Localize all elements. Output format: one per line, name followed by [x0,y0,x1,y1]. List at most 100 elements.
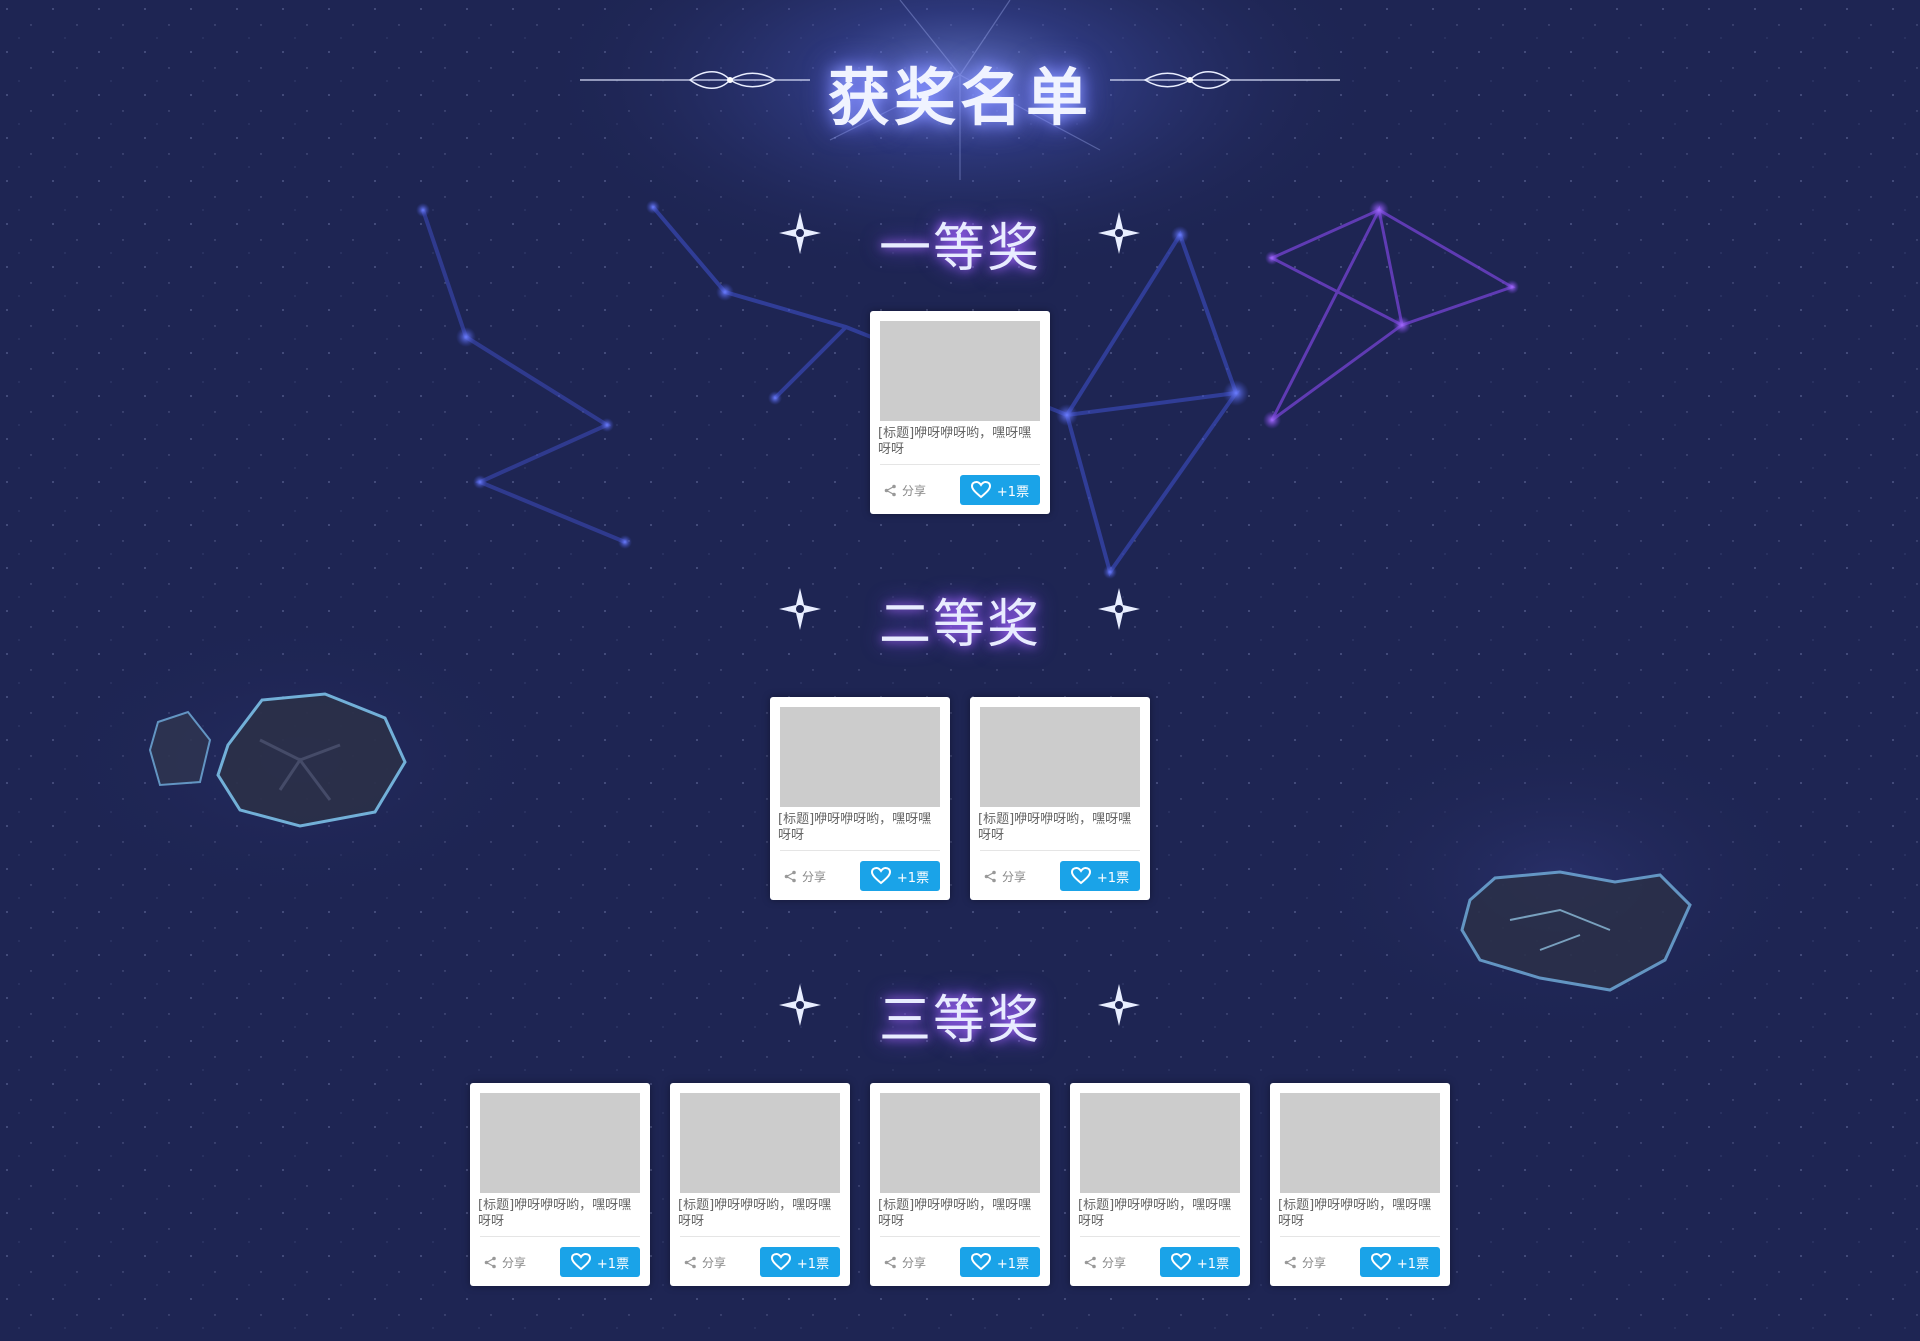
heart-icon [970,481,991,499]
entry-image[interactable] [1280,1093,1440,1193]
entry-image[interactable] [680,1093,840,1193]
vote-label: +1票 [1396,1256,1430,1272]
entry-card[interactable]: [标题]咿呀咿呀哟，嘿呀嘿呀呀 分享 +1票 [870,1083,1050,1286]
share-icon [884,1256,896,1268]
vote-label: +1票 [1096,870,1130,886]
second-prize-heading: 二等奖 [0,582,1920,655]
entry-title: [标题]咿呀咿呀哟，嘿呀嘿呀呀 [978,812,1132,843]
share-label: 分享 [702,1255,727,1270]
third-prize-cards: [标题]咿呀咿呀哟，嘿呀嘿呀呀 分享 +1票 [标题]咿呀咿呀哟，嘿呀嘿呀呀 分… [0,1083,1920,1286]
second-prize-title: 二等奖 [878,595,1041,655]
entry-image[interactable] [480,1093,640,1193]
divider [480,1236,640,1237]
share-label: 分享 [1002,869,1027,884]
share-label: 分享 [802,869,827,884]
divider [880,1236,1040,1237]
entry-image[interactable] [1080,1093,1240,1193]
vote-label: +1票 [996,1256,1030,1272]
share-icon [784,870,796,882]
entry-image[interactable] [980,707,1140,807]
entry-title: [标题]咿呀咿呀哟，嘿呀嘿呀呀 [1278,1198,1432,1229]
asteroid-right [1460,870,1692,992]
share-label: 分享 [1102,1255,1127,1270]
share-label: 分享 [902,483,927,498]
vote-button[interactable]: +1票 [1060,861,1140,891]
asteroid-left [148,692,407,828]
divider [1280,1236,1440,1237]
flourish-ornament-right-icon [1110,71,1340,89]
entry-card[interactable]: [标题]咿呀咿呀哟，嘿呀嘿呀呀 分享 +1票 [670,1083,850,1286]
share-icon [484,1256,496,1268]
share-button[interactable]: 分享 [1284,1254,1326,1271]
vote-button[interactable]: +1票 [560,1247,640,1277]
share-button[interactable]: 分享 [1084,1254,1126,1271]
heart-icon [970,1253,991,1271]
entry-card[interactable]: [标题]咿呀咿呀哟，嘿呀嘿呀呀 分享 +1票 [1070,1083,1250,1286]
share-icon [1084,1256,1096,1268]
entry-image[interactable] [780,707,940,807]
entry-card[interactable]: [标题]咿呀咿呀哟，嘿呀嘿呀呀 分享 +1票 [770,697,950,900]
share-button[interactable]: 分享 [684,1254,726,1271]
divider [680,1236,840,1237]
vote-button[interactable]: +1票 [960,1247,1040,1277]
four-point-star-icon [1098,212,1140,254]
share-label: 分享 [502,1255,527,1270]
share-icon [984,870,996,882]
entry-title: [标题]咿呀咿呀哟，嘿呀嘿呀呀 [878,426,1032,457]
heart-icon [770,1253,791,1271]
vote-button[interactable]: +1票 [1160,1247,1240,1277]
vote-label: +1票 [896,870,930,886]
share-button[interactable]: 分享 [984,868,1026,885]
entry-card[interactable]: [标题]咿呀咿呀哟，嘿呀嘿呀呀 分享 +1票 [470,1083,650,1286]
share-button[interactable]: 分享 [784,868,826,885]
heart-icon [1370,1253,1391,1271]
entry-title: [标题]咿呀咿呀哟，嘿呀嘿呀呀 [678,1198,832,1229]
first-prize-title: 一等奖 [878,219,1041,279]
vote-button[interactable]: +1票 [760,1247,840,1277]
vote-button[interactable]: +1票 [1360,1247,1440,1277]
entry-image[interactable] [880,321,1040,421]
share-label: 分享 [902,1255,927,1270]
first-prize-heading: 一等奖 [0,206,1920,279]
third-prize-title: 三等奖 [878,991,1041,1051]
four-point-star-icon [779,588,821,630]
vote-label: +1票 [796,1256,830,1272]
vote-button[interactable]: +1票 [860,861,940,891]
heart-icon [870,867,891,885]
share-icon [684,1256,696,1268]
four-point-star-icon [779,984,821,1026]
entry-card[interactable]: [标题]咿呀咿呀哟，嘿呀嘿呀呀 分享 +1票 [970,697,1150,900]
vote-label: +1票 [596,1256,630,1272]
divider [1080,1236,1240,1237]
share-icon [1284,1256,1296,1268]
vote-label: +1票 [996,484,1030,500]
flourish-ornament-left-icon [580,71,810,89]
divider [880,464,1040,465]
share-button[interactable]: 分享 [484,1254,526,1271]
entry-title: [标题]咿呀咿呀哟，嘿呀嘿呀呀 [478,1198,632,1229]
four-point-star-icon [1098,588,1140,630]
share-button[interactable]: 分享 [884,482,926,499]
vote-label: +1票 [1196,1256,1230,1272]
page-header: 获奖名单 [0,45,1920,135]
vote-button[interactable]: +1票 [960,475,1040,505]
entry-image[interactable] [880,1093,1040,1193]
heart-icon [1070,867,1091,885]
entry-title: [标题]咿呀咿呀哟，嘿呀嘿呀呀 [1078,1198,1232,1229]
entry-title: [标题]咿呀咿呀哟，嘿呀嘿呀呀 [778,812,932,843]
third-prize-heading: 三等奖 [0,978,1920,1051]
four-point-star-icon [779,212,821,254]
entry-title: [标题]咿呀咿呀哟，嘿呀嘿呀呀 [878,1198,1032,1229]
entry-card[interactable]: [标题]咿呀咿呀哟，嘿呀嘿呀呀 分享 +1票 [1270,1083,1450,1286]
page-title: 获奖名单 [827,61,1092,134]
share-button[interactable]: 分享 [884,1254,926,1271]
heart-icon [1170,1253,1191,1271]
divider [980,850,1140,851]
share-label: 分享 [1302,1255,1327,1270]
entry-card[interactable]: [标题]咿呀咿呀哟，嘿呀嘿呀呀 分享 +1票 [870,311,1050,514]
first-prize-cards: [标题]咿呀咿呀哟，嘿呀嘿呀呀 分享 +1票 [0,311,1920,514]
four-point-star-icon [1098,984,1140,1026]
second-prize-cards: [标题]咿呀咿呀哟，嘿呀嘿呀呀 分享 +1票 [标题]咿呀咿呀哟，嘿呀嘿呀呀 分… [0,697,1920,900]
divider [780,850,940,851]
